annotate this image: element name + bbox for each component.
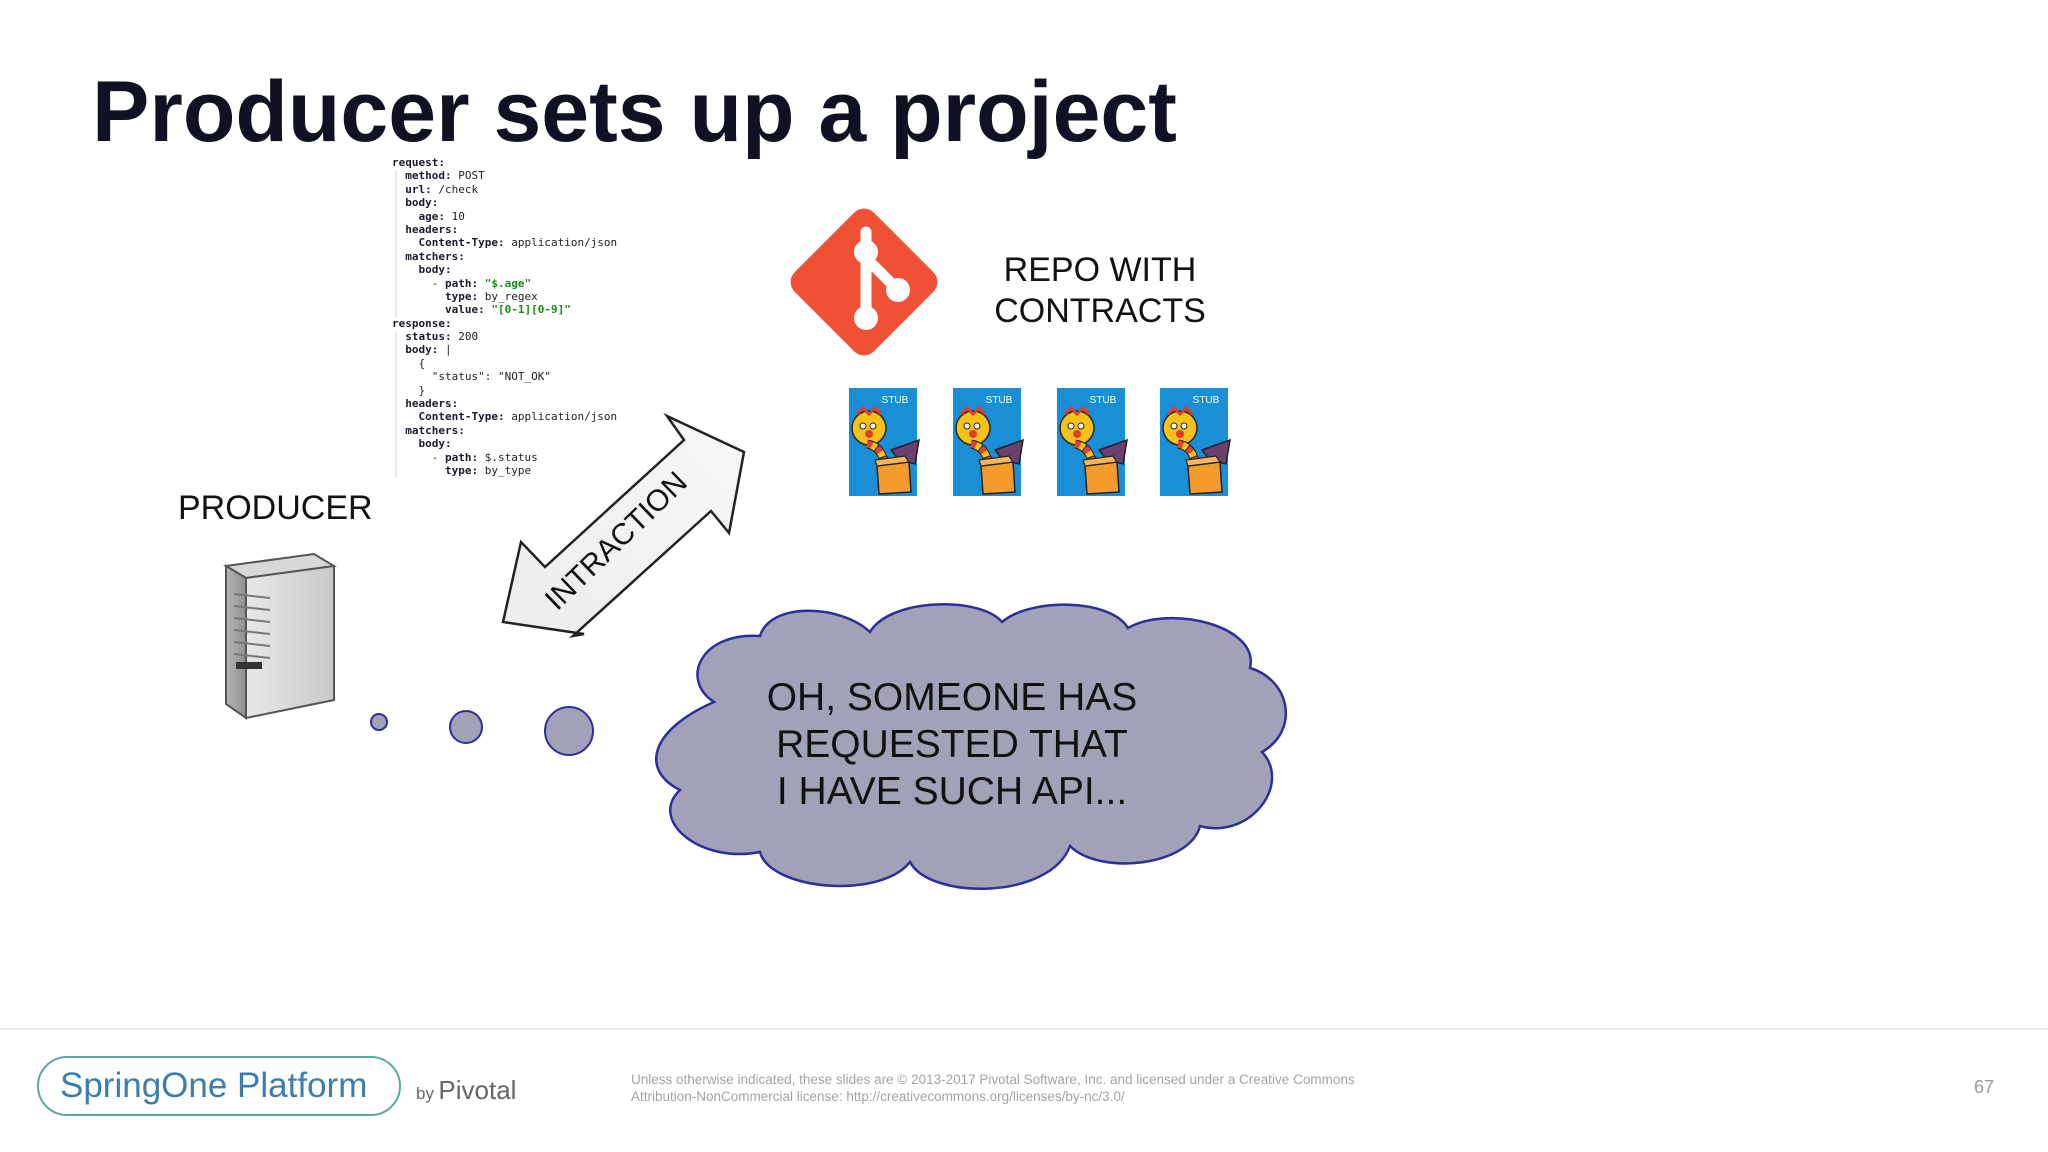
jack-in-the-box-icon xyxy=(1160,388,1230,496)
license-note-line1: Unless otherwise indicated, these slides… xyxy=(631,1072,1355,1087)
page-number: 67 xyxy=(1974,1077,1995,1097)
code-line: matchers: xyxy=(405,249,465,263)
code-line: matchers: xyxy=(405,423,465,437)
slide-title: Producer sets up a project xyxy=(92,64,1177,160)
code-line: Content-Type: application/json xyxy=(418,236,618,250)
repo-label: REPO WITH CONTRACTS xyxy=(990,250,1210,332)
code-line: { xyxy=(392,356,426,370)
cloud-text: OH, SOMEONE HAS REQUESTED THAT I HAVE SU… xyxy=(720,674,1184,815)
license-note-line2: Attribution-NonCommercial license: http:… xyxy=(631,1089,1125,1104)
repo-label-line1: REPO WITH xyxy=(1003,251,1197,289)
code-line: age: 10 xyxy=(418,209,465,223)
code-line: type: by_regex xyxy=(444,289,538,303)
repo-label-line2: CONTRACTS xyxy=(994,292,1206,330)
pivotal-logo: by Pivotal xyxy=(416,1075,516,1106)
code-line: Content-Type: application/json xyxy=(418,410,618,424)
stub-icons xyxy=(849,388,1230,496)
code-line: } xyxy=(392,383,426,397)
pivotal-name: Pivotal xyxy=(438,1075,517,1105)
footer-divider xyxy=(0,1028,2048,1030)
springone-logo-border xyxy=(37,1056,401,1116)
code-line: method: POST xyxy=(405,169,485,183)
double-arrow-icon: INTRACTION xyxy=(501,412,746,639)
thought-cloud-icon xyxy=(655,603,1288,890)
springone-logo: SpringOne Platform xyxy=(60,1066,368,1105)
code-line: "status": "NOT_OK" xyxy=(392,370,551,384)
cloud-text-line1: OH, SOMEONE HAS xyxy=(766,676,1138,719)
cloud-text-line2: REQUESTED THAT xyxy=(776,723,1128,766)
code-line: - path: $.status xyxy=(392,450,538,464)
code-line: body: | xyxy=(405,343,452,357)
server-icon xyxy=(223,552,337,720)
code-line: headers: xyxy=(405,397,459,411)
license-note: Unless otherwise indicated, these slides… xyxy=(631,1071,1355,1105)
code-line: body: xyxy=(418,437,452,451)
producer-label: PRODUCER xyxy=(178,489,373,527)
jack-in-the-box-icon xyxy=(1057,388,1127,496)
code-line: response: xyxy=(392,316,452,330)
cloud-text-line3: I HAVE SUCH API... xyxy=(776,770,1128,813)
code-line: headers: xyxy=(405,222,459,236)
jack-in-the-box-icon xyxy=(849,388,919,496)
thought-dots xyxy=(370,706,594,756)
code-line: value: "[0-1][0-9]" xyxy=(444,303,571,317)
contract-code-block: request: method: POST url: /check body: … xyxy=(392,156,672,477)
jack-in-the-box-icon xyxy=(953,388,1023,496)
code-line: url: /check xyxy=(405,182,479,196)
pivotal-by: by xyxy=(416,1084,434,1103)
code-line: status: 200 xyxy=(405,330,479,344)
code-line: body: xyxy=(405,196,439,210)
code-line: type: by_type xyxy=(444,463,532,477)
code-line: body: xyxy=(418,263,452,277)
code-line: request: xyxy=(392,156,445,169)
git-logo-icon xyxy=(790,208,938,356)
code-line: - path: "$.age" xyxy=(392,276,532,290)
